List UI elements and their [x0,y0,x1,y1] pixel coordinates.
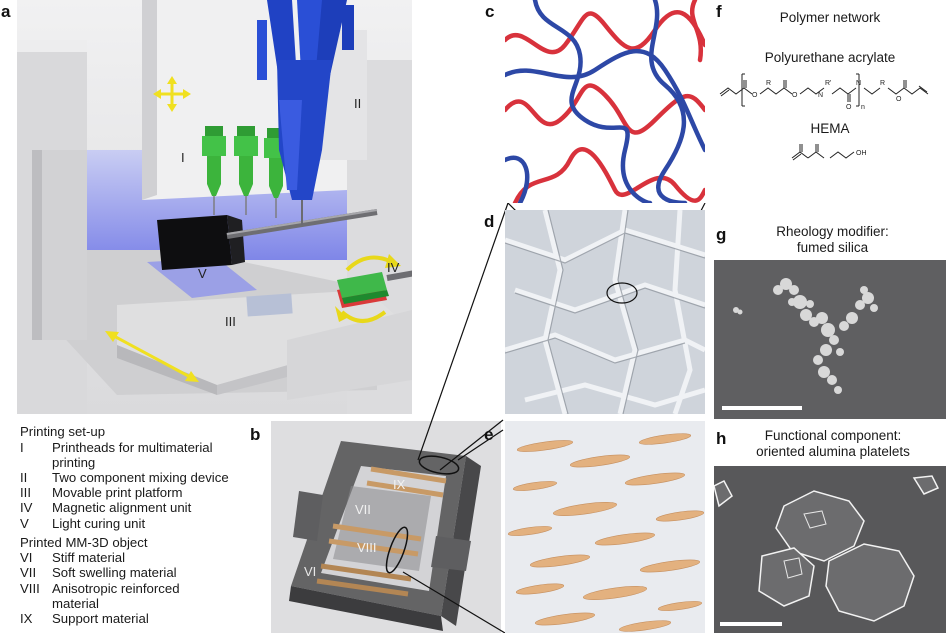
panel-b-object-render: VI VII VIII IX [271,421,501,633]
rheology-line2: fumed silica [796,240,869,255]
polymer-network-title: Polymer network [779,10,881,25]
panel-label-c: c [485,2,495,21]
label-III: III [225,314,236,329]
label-IX: IX [393,477,406,492]
pua-structure: O R O N R' N O n R O [719,73,929,110]
atom-N2: N [856,80,861,87]
atom-N: N [818,92,823,99]
functional-title: Functional component: oriented alumina p… [738,428,928,460]
printer-render [17,0,412,414]
subscript-n: n [861,104,865,110]
label-II: II [354,96,362,111]
atom-R: R [766,80,771,87]
hema-structure: OH [791,144,867,161]
panel-label-h: h [716,429,727,448]
atom-O2: O [792,92,798,99]
atom-O: O [752,92,758,99]
sem-alumina-platelets [714,466,946,633]
hema-label: HEMA [810,121,850,136]
panel-a-printer-render: I II III IV V [17,0,412,414]
label-VII: VII [355,502,371,517]
legend-setup-title: Printing set-up [20,424,106,439]
aligned-platelets [505,421,705,633]
alumina-sem-image [714,466,946,633]
mixing-device [257,0,354,225]
pua-label: Polyurethane acrylate [764,50,896,65]
atom-Rprime: R' [825,80,831,87]
label-IV: IV [387,260,400,275]
panel-d-silica-network [505,210,705,414]
mm3d-object [271,421,501,633]
panel-c-polymer-network [505,0,705,203]
silica-sem-image [714,260,946,419]
panel-label-e: e [484,425,494,444]
silica-network-render [505,210,705,414]
atom-R2: R [880,80,885,87]
panel-label-g: g [716,225,727,244]
hema-oh: OH [856,150,867,157]
panel-label-d: d [484,212,495,231]
label-VIII: VIII [357,540,377,555]
network-schematic [505,0,705,203]
atom-O4: O [896,96,902,103]
functional-line2: oriented alumina platelets [756,444,910,459]
panel-e-platelets [505,421,705,633]
label-V: V [198,266,207,281]
functional-line1: Functional component: [764,428,902,443]
panel-label-a: a [1,2,11,21]
atom-O3: O [846,104,852,110]
panel-label-b: b [250,425,261,444]
panel-label-f: f [716,2,722,21]
sem-fumed-silica [714,260,946,419]
rheology-line1: Rheology modifier: [776,224,889,239]
xy-move-arrows [153,76,191,112]
legend-object-title: Printed MM-3D object [20,534,148,550]
label-I: I [181,150,185,165]
rheology-title: Rheology modifier: fumed silica [740,224,925,256]
label-VI: VI [304,564,317,579]
